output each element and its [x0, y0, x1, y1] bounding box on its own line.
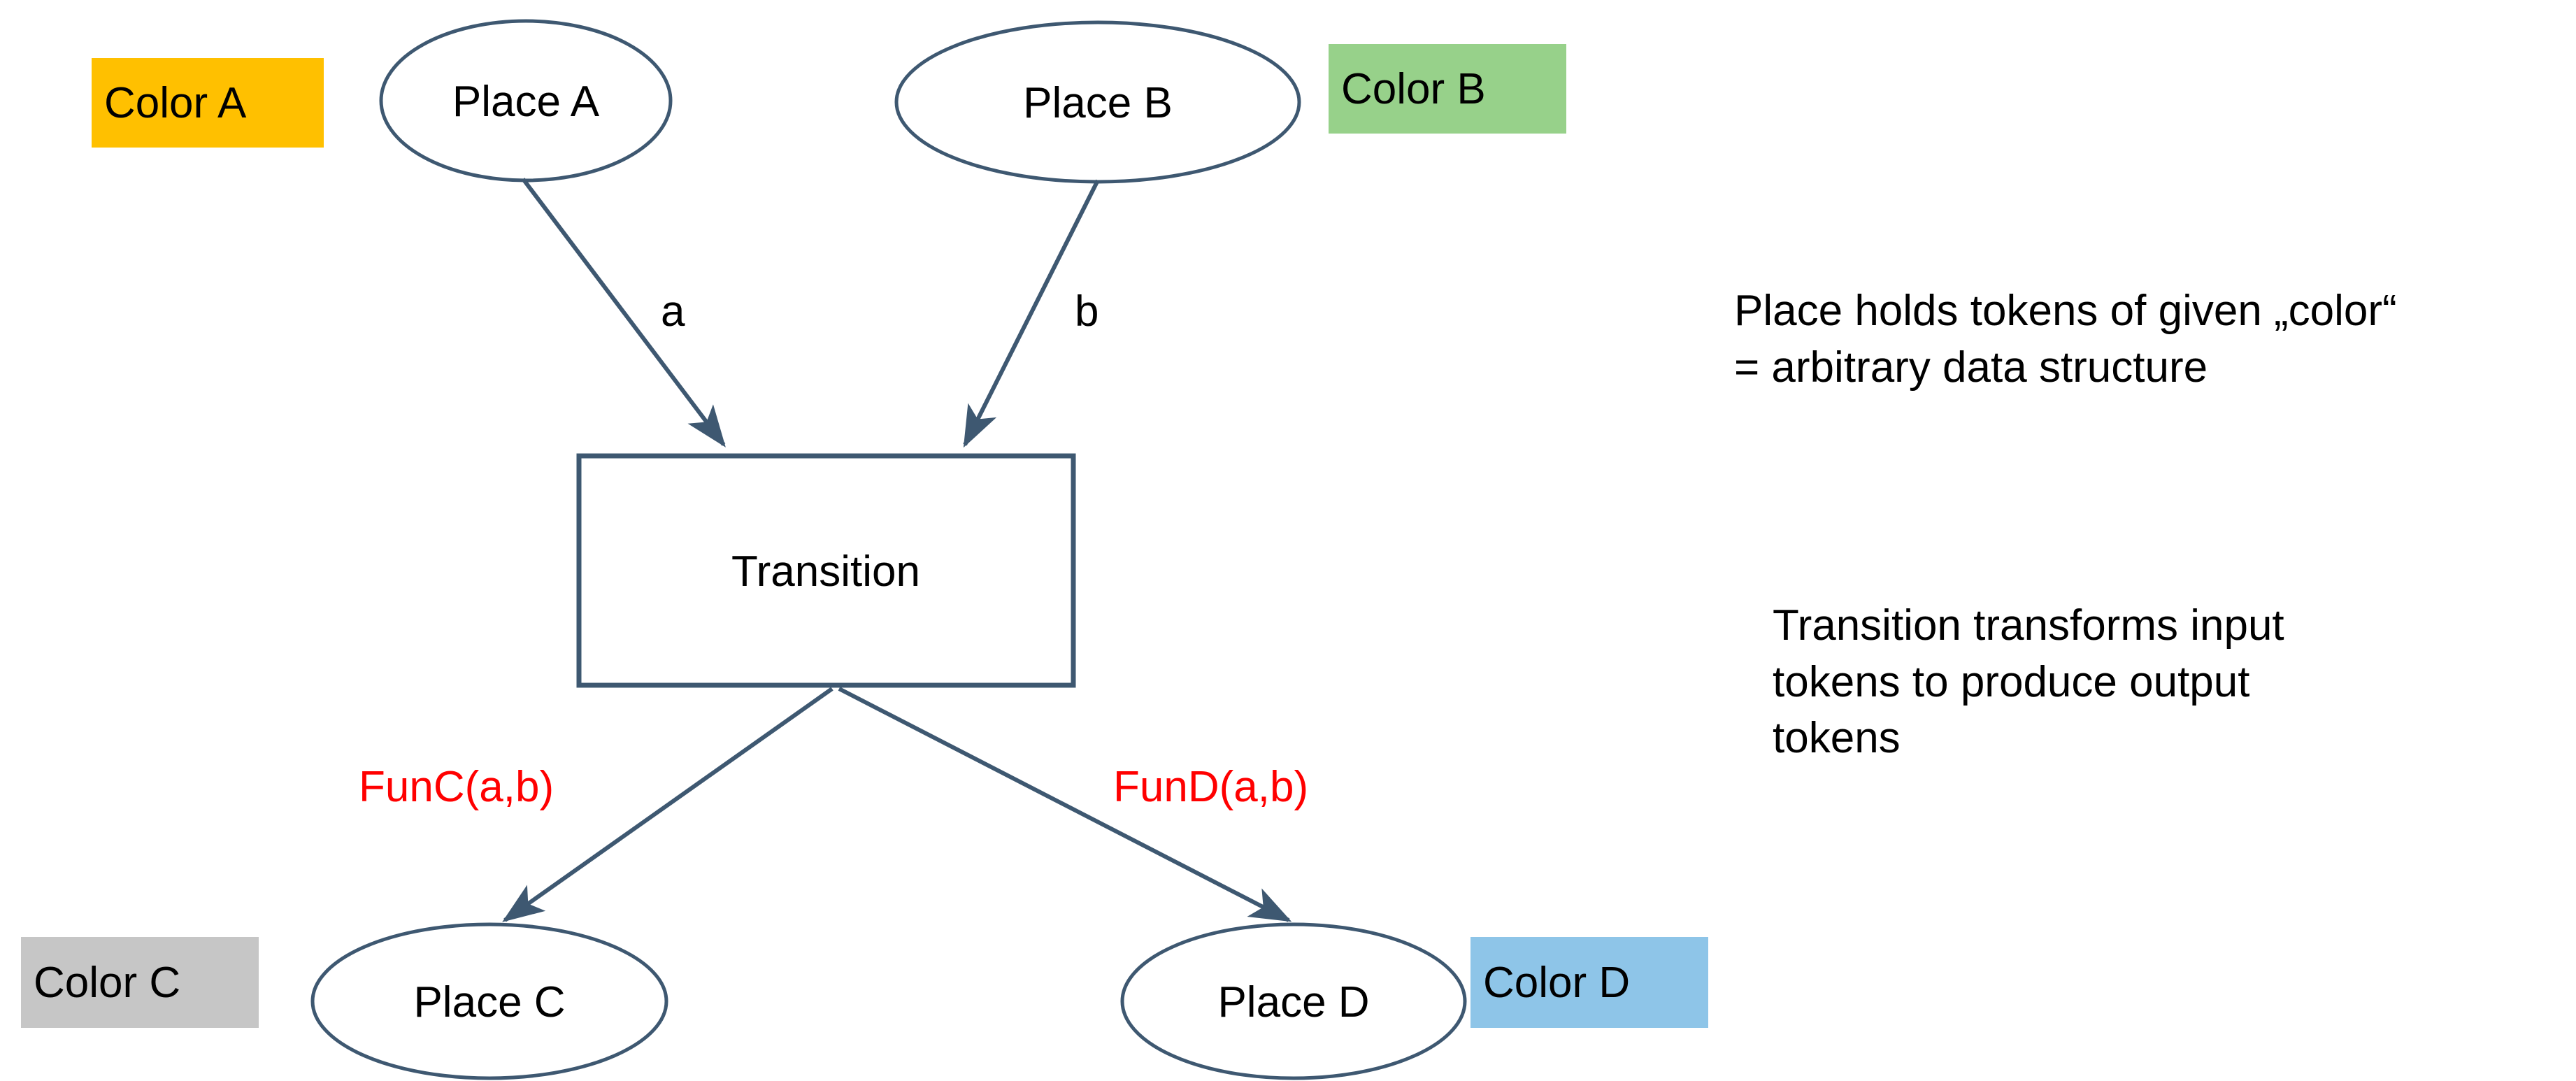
- swatch-color-c[interactable]: Color C: [21, 937, 259, 1028]
- arc-func-label: FunC(a,b): [359, 763, 554, 811]
- swatch-color-d[interactable]: Color D: [1471, 937, 1708, 1028]
- swatch-color-b[interactable]: Color B: [1329, 44, 1566, 134]
- arc-b-label: b: [1075, 287, 1099, 336]
- arc-a-label: a: [661, 287, 685, 336]
- arc-func-line[interactable]: [502, 687, 833, 922]
- note-transition-transforms: Transition transforms input tokens to pr…: [1773, 601, 2284, 763]
- place-d-label: Place D: [1217, 978, 1370, 1026]
- place-b-label: Place B: [1023, 79, 1173, 127]
- transition-label: Transition: [731, 547, 920, 596]
- note-place-tokens: Place holds tokens of given „color“ = ar…: [1734, 287, 2397, 392]
- arc-a-line[interactable]: [521, 178, 726, 448]
- place-a-label: Place A: [452, 78, 600, 126]
- swatch-color-c-label: Color C: [34, 958, 181, 1007]
- swatch-color-b-label: Color B: [1341, 64, 1486, 113]
- swatch-color-d-label: Color D: [1483, 958, 1631, 1007]
- arc-fund-label: FunD(a,b): [1113, 763, 1309, 811]
- swatch-color-a-label: Color A: [104, 78, 247, 127]
- swatch-color-a[interactable]: Color A: [92, 58, 324, 148]
- place-c-label: Place C: [413, 978, 566, 1026]
